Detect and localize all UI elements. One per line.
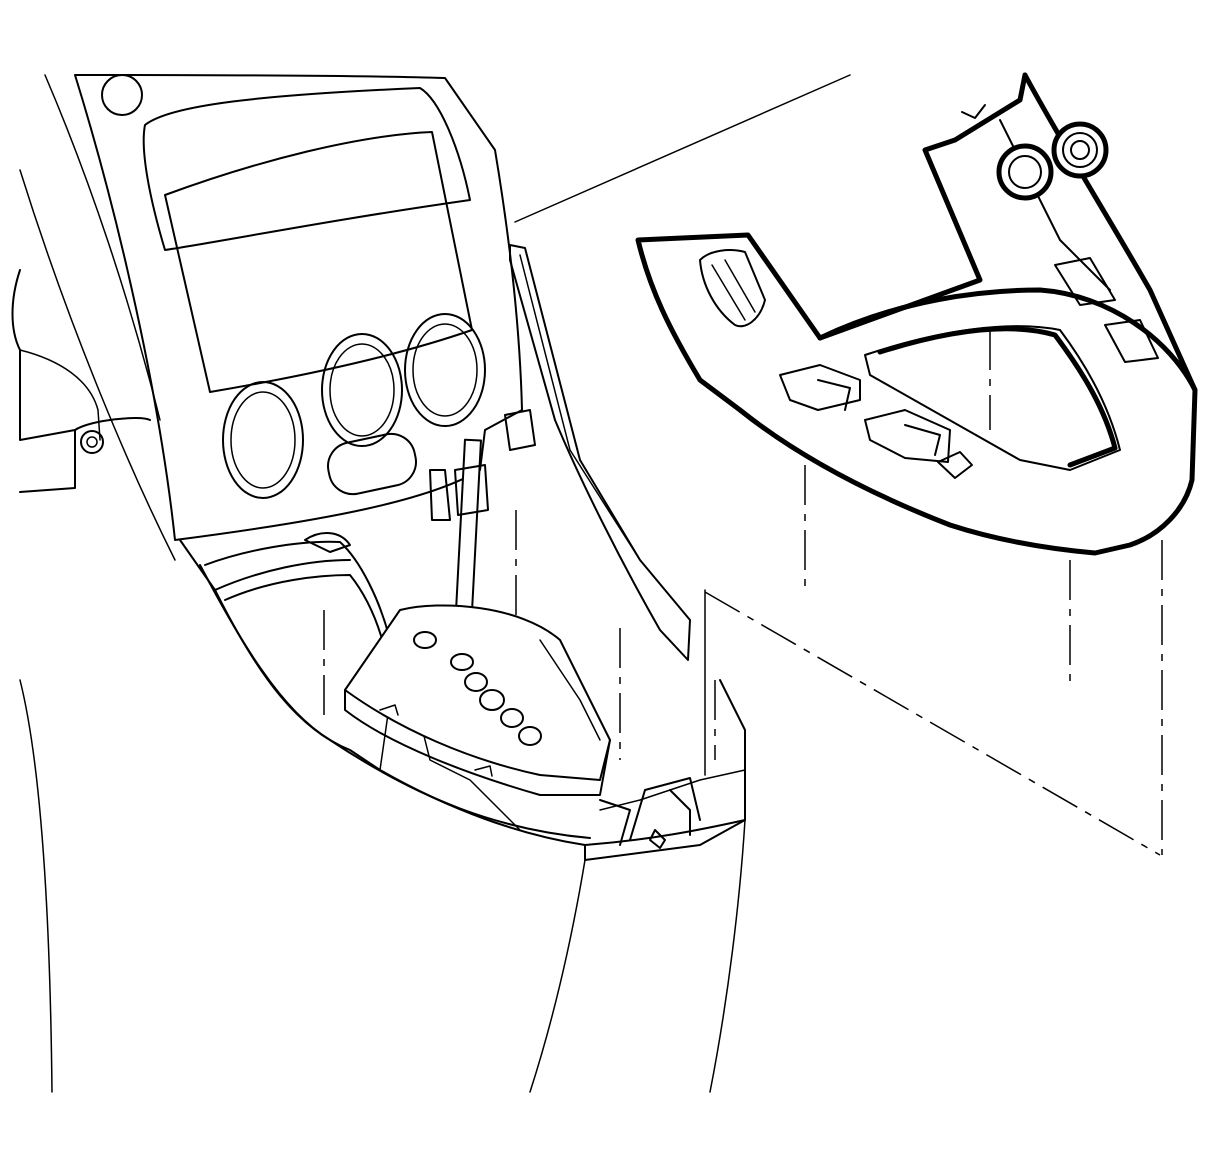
hvac-knob-center xyxy=(321,333,403,447)
hvac-knob-right xyxy=(404,313,486,427)
background-panel-lines xyxy=(514,74,851,776)
power-outlet-right xyxy=(1051,121,1109,179)
alignment-dashed-lines xyxy=(323,330,1163,856)
power-outlets xyxy=(996,121,1109,201)
switch-upper-right xyxy=(1054,257,1116,306)
hazard-button xyxy=(101,74,143,116)
hvac-knob-left xyxy=(222,381,304,499)
switch-left xyxy=(779,364,861,411)
steering-column-bracket xyxy=(11,269,151,493)
switch-small xyxy=(937,451,973,479)
power-outlet-left xyxy=(996,143,1054,201)
switch-center xyxy=(864,409,951,463)
console-clips xyxy=(599,777,701,849)
cup-holder-button xyxy=(699,249,766,328)
hvac-button xyxy=(327,432,417,496)
center-stack-bezel xyxy=(74,74,523,541)
lower-console-body xyxy=(179,539,746,1093)
dashboard-left-edge xyxy=(19,74,176,1093)
switch-lower-right xyxy=(1104,319,1159,363)
shift-indicator-plate xyxy=(344,604,611,796)
radio-display xyxy=(164,131,473,393)
console-trim-bezel xyxy=(635,72,1198,556)
console-side-rail xyxy=(509,244,691,661)
